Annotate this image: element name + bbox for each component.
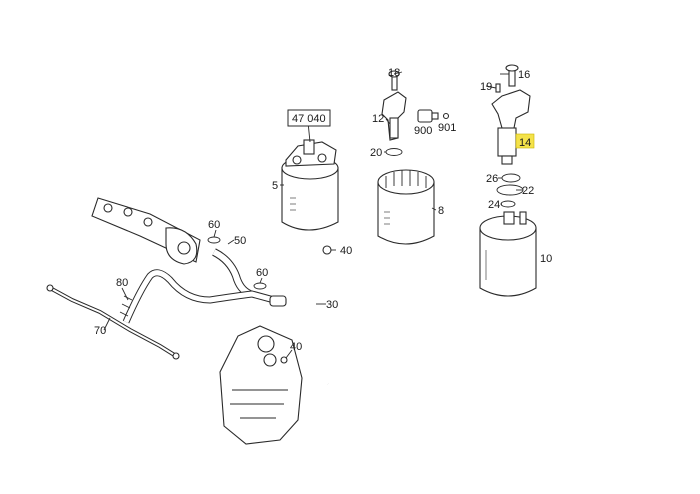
- fuel-filter-10: [479, 211, 537, 297]
- fuel-rail: [91, 197, 201, 265]
- clip-60a: [207, 236, 221, 244]
- callout-16: 16: [518, 69, 530, 81]
- callout-5: 5: [272, 180, 278, 192]
- callout-24: 24: [488, 199, 500, 211]
- filter-head-14: [491, 64, 531, 165]
- fuel-filter-8: [377, 169, 435, 245]
- callout-40b: 40: [290, 341, 302, 353]
- callout-18: 18: [388, 67, 400, 79]
- callout-19: 19: [480, 81, 492, 93]
- sensor-900: [417, 109, 450, 123]
- callout-10: 10: [540, 253, 552, 265]
- engine-block: [219, 325, 303, 445]
- callout-26: 26: [486, 173, 498, 185]
- callout-70: 70: [94, 325, 106, 337]
- callout-12: 12: [372, 113, 384, 125]
- o-ring-20: [385, 148, 403, 156]
- callout-14: 14: [519, 137, 531, 149]
- callout-20: 20: [370, 147, 382, 159]
- callout-50: 50: [234, 235, 246, 247]
- callout-40a: 40: [340, 245, 352, 257]
- callout-47040: 47 040: [292, 113, 326, 125]
- callout-30: 30: [326, 299, 338, 311]
- callout-60b: 60: [256, 267, 268, 279]
- callout-22: 22: [522, 185, 534, 197]
- o-ring-26: [501, 173, 521, 183]
- reference-box-47040: [287, 109, 331, 127]
- callout-60a: 60: [208, 219, 220, 231]
- clip-60b: [253, 282, 267, 290]
- callout-80: 80: [116, 277, 128, 289]
- highlight-box-14: [515, 133, 535, 149]
- o-ring-24: [500, 200, 516, 208]
- hose-30: [305, 245, 332, 386]
- callout-8: 8: [438, 205, 444, 217]
- fuel-filter-5: [281, 139, 339, 231]
- line-70: [46, 284, 180, 360]
- callout-901: 901: [438, 122, 456, 134]
- callout-labels: 18 16 19 12 900 901 47 040 14 20 5 8 26 …: [94, 67, 552, 353]
- bracket-12: [381, 70, 407, 141]
- callout-900: 900: [414, 125, 432, 137]
